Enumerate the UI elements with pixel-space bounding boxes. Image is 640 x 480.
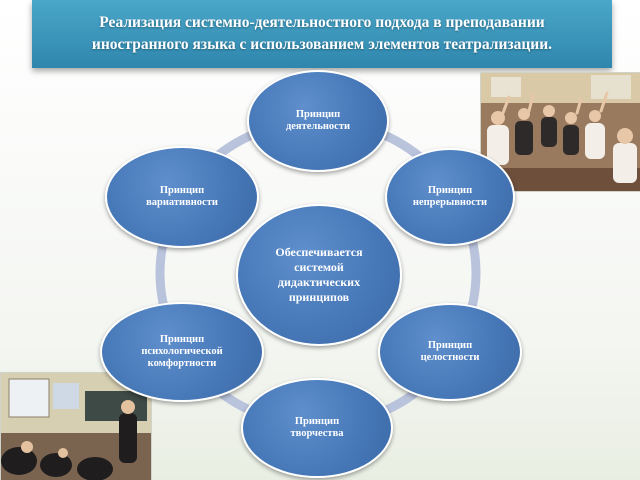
classroom-students-photo	[480, 72, 640, 192]
principle-continuity-node: Принцип непрерывности	[385, 148, 515, 246]
principle-activity-label: Принцип деятельности	[285, 109, 351, 132]
principle-psychological-comfort-label: Принцип психологической комфортности	[141, 334, 223, 369]
principle-continuity-label: Принцип непрерывности	[412, 185, 488, 208]
principle-creativity-label: Принцип творчества	[290, 416, 344, 439]
slide-title-line-2: иностранного языка с использованием элем…	[91, 36, 553, 53]
principle-variability-label: Принцип вариативности	[146, 185, 218, 208]
principle-integrity-label: Принцип целостности	[420, 340, 480, 363]
slide-title-bar: Реализация системно-деятельностного подх…	[32, 0, 612, 68]
principle-activity-node: Принцип деятельности	[247, 70, 389, 172]
slide-title: Реализация системно-деятельностного подх…	[86, 12, 558, 56]
center-node-label: Обеспечивается системой дидактических пр…	[275, 245, 363, 304]
principle-integrity-node: Принцип целостности	[378, 303, 522, 401]
principle-variability-node: Принцип вариативности	[105, 146, 259, 248]
principle-creativity-node: Принцип творчества	[241, 378, 393, 478]
teacher-class-illustration	[1, 373, 151, 480]
center-node: Обеспечивается системой дидактических пр…	[236, 204, 402, 346]
teacher-with-class-photo	[0, 372, 152, 480]
principle-psychological-comfort-node: Принцип психологической комфортности	[100, 302, 264, 402]
slide-title-line-1: Реализация системно-деятельностного подх…	[99, 14, 545, 31]
classroom-students-illustration	[481, 73, 640, 191]
